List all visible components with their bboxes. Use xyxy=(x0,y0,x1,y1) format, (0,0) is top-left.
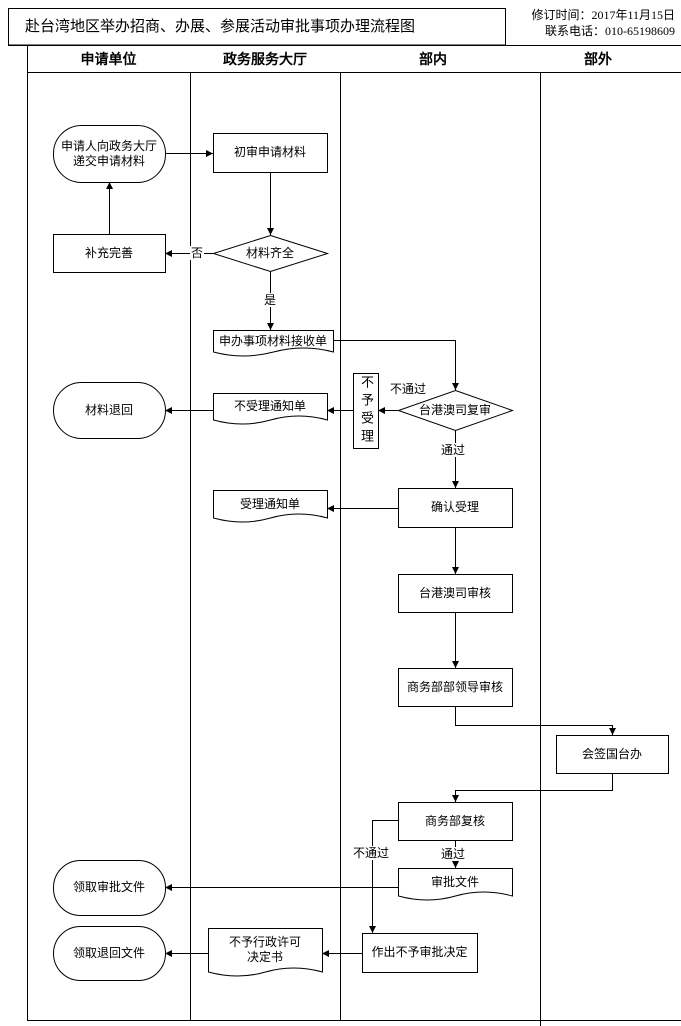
contact-phone: 联系电话：010-65198609 xyxy=(545,24,675,38)
edge-label-complete: 是 xyxy=(263,293,278,307)
edge-label-incomplete: 否 xyxy=(190,246,205,260)
node-taiwan-review-label: 台港澳司审核 xyxy=(418,585,491,600)
lane-header-external: 部外 xyxy=(584,51,612,68)
node-complete-check: 材料齐全 xyxy=(213,235,327,271)
node-leader-review-label: 商务部部领导审核 xyxy=(406,679,503,694)
lane-header-service-hall: 政务服务大厅 xyxy=(223,51,307,68)
node-disapproval-doc-line-1: 不予行政许可 xyxy=(228,935,301,949)
edges xyxy=(106,150,616,957)
node-submit-line-1: 申请人向政务大厅 xyxy=(60,138,157,153)
node-confirm-shape xyxy=(398,488,513,528)
node-submit-line-2: 递交申请材料 xyxy=(72,153,145,168)
frame xyxy=(8,8,681,1026)
lane-header-internal: 部内 xyxy=(419,51,447,68)
node-disapproval-doc-line-2: 决定书 xyxy=(246,950,283,964)
node-collect-approval-shape xyxy=(53,860,166,916)
edge-label-final-pass: 通过 xyxy=(440,847,467,861)
node-supplement-label: 补充完善 xyxy=(84,245,133,260)
node-taiwan-recheck-shape xyxy=(396,389,515,432)
node-collect-return: 领取退回文件 xyxy=(53,926,165,980)
node-disapproval-doc: 不予行政许可 决定书 xyxy=(208,928,322,972)
edge-receipt-to-recheck xyxy=(333,340,459,390)
node-reject-label: 不予受理 xyxy=(358,374,373,447)
node-rejection-notice-label: 不受理通知单 xyxy=(233,399,306,413)
revision-date: 修订时间：2017年11月15日 xyxy=(531,8,675,22)
node-acceptance-notice-label: 受理通知单 xyxy=(239,496,300,511)
node-submit: 申请人向政务大厅 递交申请材料 xyxy=(53,125,165,182)
node-initial-review-shape xyxy=(213,133,328,173)
node-taiwan-review: 台港澳司审核 xyxy=(398,574,512,612)
node-leader-review: 商务部部领导审核 xyxy=(398,668,512,706)
node-approval-doc-shape xyxy=(398,868,513,901)
node-approval-doc: 审批文件 xyxy=(398,868,512,896)
node-complete-check-label: 材料齐全 xyxy=(245,245,294,260)
edge-cosign-to-ministry-recheck xyxy=(452,773,613,802)
node-collect-approval-label: 领取审批文件 xyxy=(72,880,145,894)
node-confirm: 确认受理 xyxy=(398,488,512,527)
node-initial-review: 初审申请材料 xyxy=(213,133,327,172)
node-disapproval-decision-label: 作出不予审批决定 xyxy=(371,945,468,959)
lane-header-applicant: 申请单位 xyxy=(80,51,137,68)
node-disapproval-decision-shape xyxy=(362,933,478,973)
node-taiwan-recheck: 台港澳司复审 xyxy=(398,390,512,430)
node-collect-return-label: 领取退回文件 xyxy=(72,945,145,960)
node-initial-review-label: 初审申请材料 xyxy=(233,145,306,159)
node-receipt-shape xyxy=(213,330,334,357)
node-collect-approval: 领取审批文件 xyxy=(53,860,165,915)
node-ministry-recheck-shape xyxy=(398,802,513,841)
node-disapproval-decision: 作出不予审批决定 xyxy=(362,933,477,972)
edge-ministry-recheck-to-disapproval-decision xyxy=(369,820,398,933)
node-return-materials-shape xyxy=(53,382,166,439)
node-receipt-label: 申办事项材料接收单 xyxy=(218,333,327,348)
node-complete-check-shape xyxy=(211,234,330,273)
node-return-materials: 材料退回 xyxy=(53,382,165,438)
node-rejection-notice: 不受理通知单 xyxy=(213,393,327,420)
node-ministry-recheck: 商务部复核 xyxy=(398,802,512,840)
node-cosign: 会签国台办 xyxy=(556,735,668,773)
node-acceptance-notice: 受理通知单 xyxy=(213,490,327,518)
node-leader-review-shape xyxy=(398,668,513,707)
node-cosign-label: 会签国台办 xyxy=(581,746,642,761)
node-cosign-shape xyxy=(556,735,669,774)
node-confirm-label: 确认受理 xyxy=(430,500,479,514)
edge-leader-review-to-cosign xyxy=(455,706,616,735)
edge-label-recheck-pass: 通过 xyxy=(440,443,467,457)
node-reject-shape xyxy=(353,373,379,449)
node-collect-return-shape xyxy=(53,926,166,981)
node-submit-shape xyxy=(53,125,166,183)
node-return-materials-label: 材料退回 xyxy=(84,402,133,417)
node-receipt: 申办事项材料接收单 xyxy=(213,330,333,352)
edge-label-final-fail: 不通过 xyxy=(352,846,391,860)
node-ministry-recheck-label: 商务部复核 xyxy=(424,813,485,828)
node-acceptance-notice-shape xyxy=(213,490,328,523)
node-supplement: 补充完善 xyxy=(53,234,165,272)
node-disapproval-doc-shape xyxy=(208,928,323,977)
node-supplement-shape xyxy=(53,234,166,273)
node-rejection-notice-shape xyxy=(213,393,328,425)
node-taiwan-recheck-label: 台港澳司复审 xyxy=(418,402,491,417)
node-approval-doc-label: 审批文件 xyxy=(430,874,479,889)
page-title: 赴台湾地区举办招商、办展、参展活动审批事项办理流程图 xyxy=(25,17,416,35)
nodes xyxy=(53,125,669,981)
node-reject: 不予受理 xyxy=(353,373,378,448)
edge-label-recheck-fail: 不通过 xyxy=(389,382,428,396)
node-taiwan-review-shape xyxy=(398,574,513,613)
